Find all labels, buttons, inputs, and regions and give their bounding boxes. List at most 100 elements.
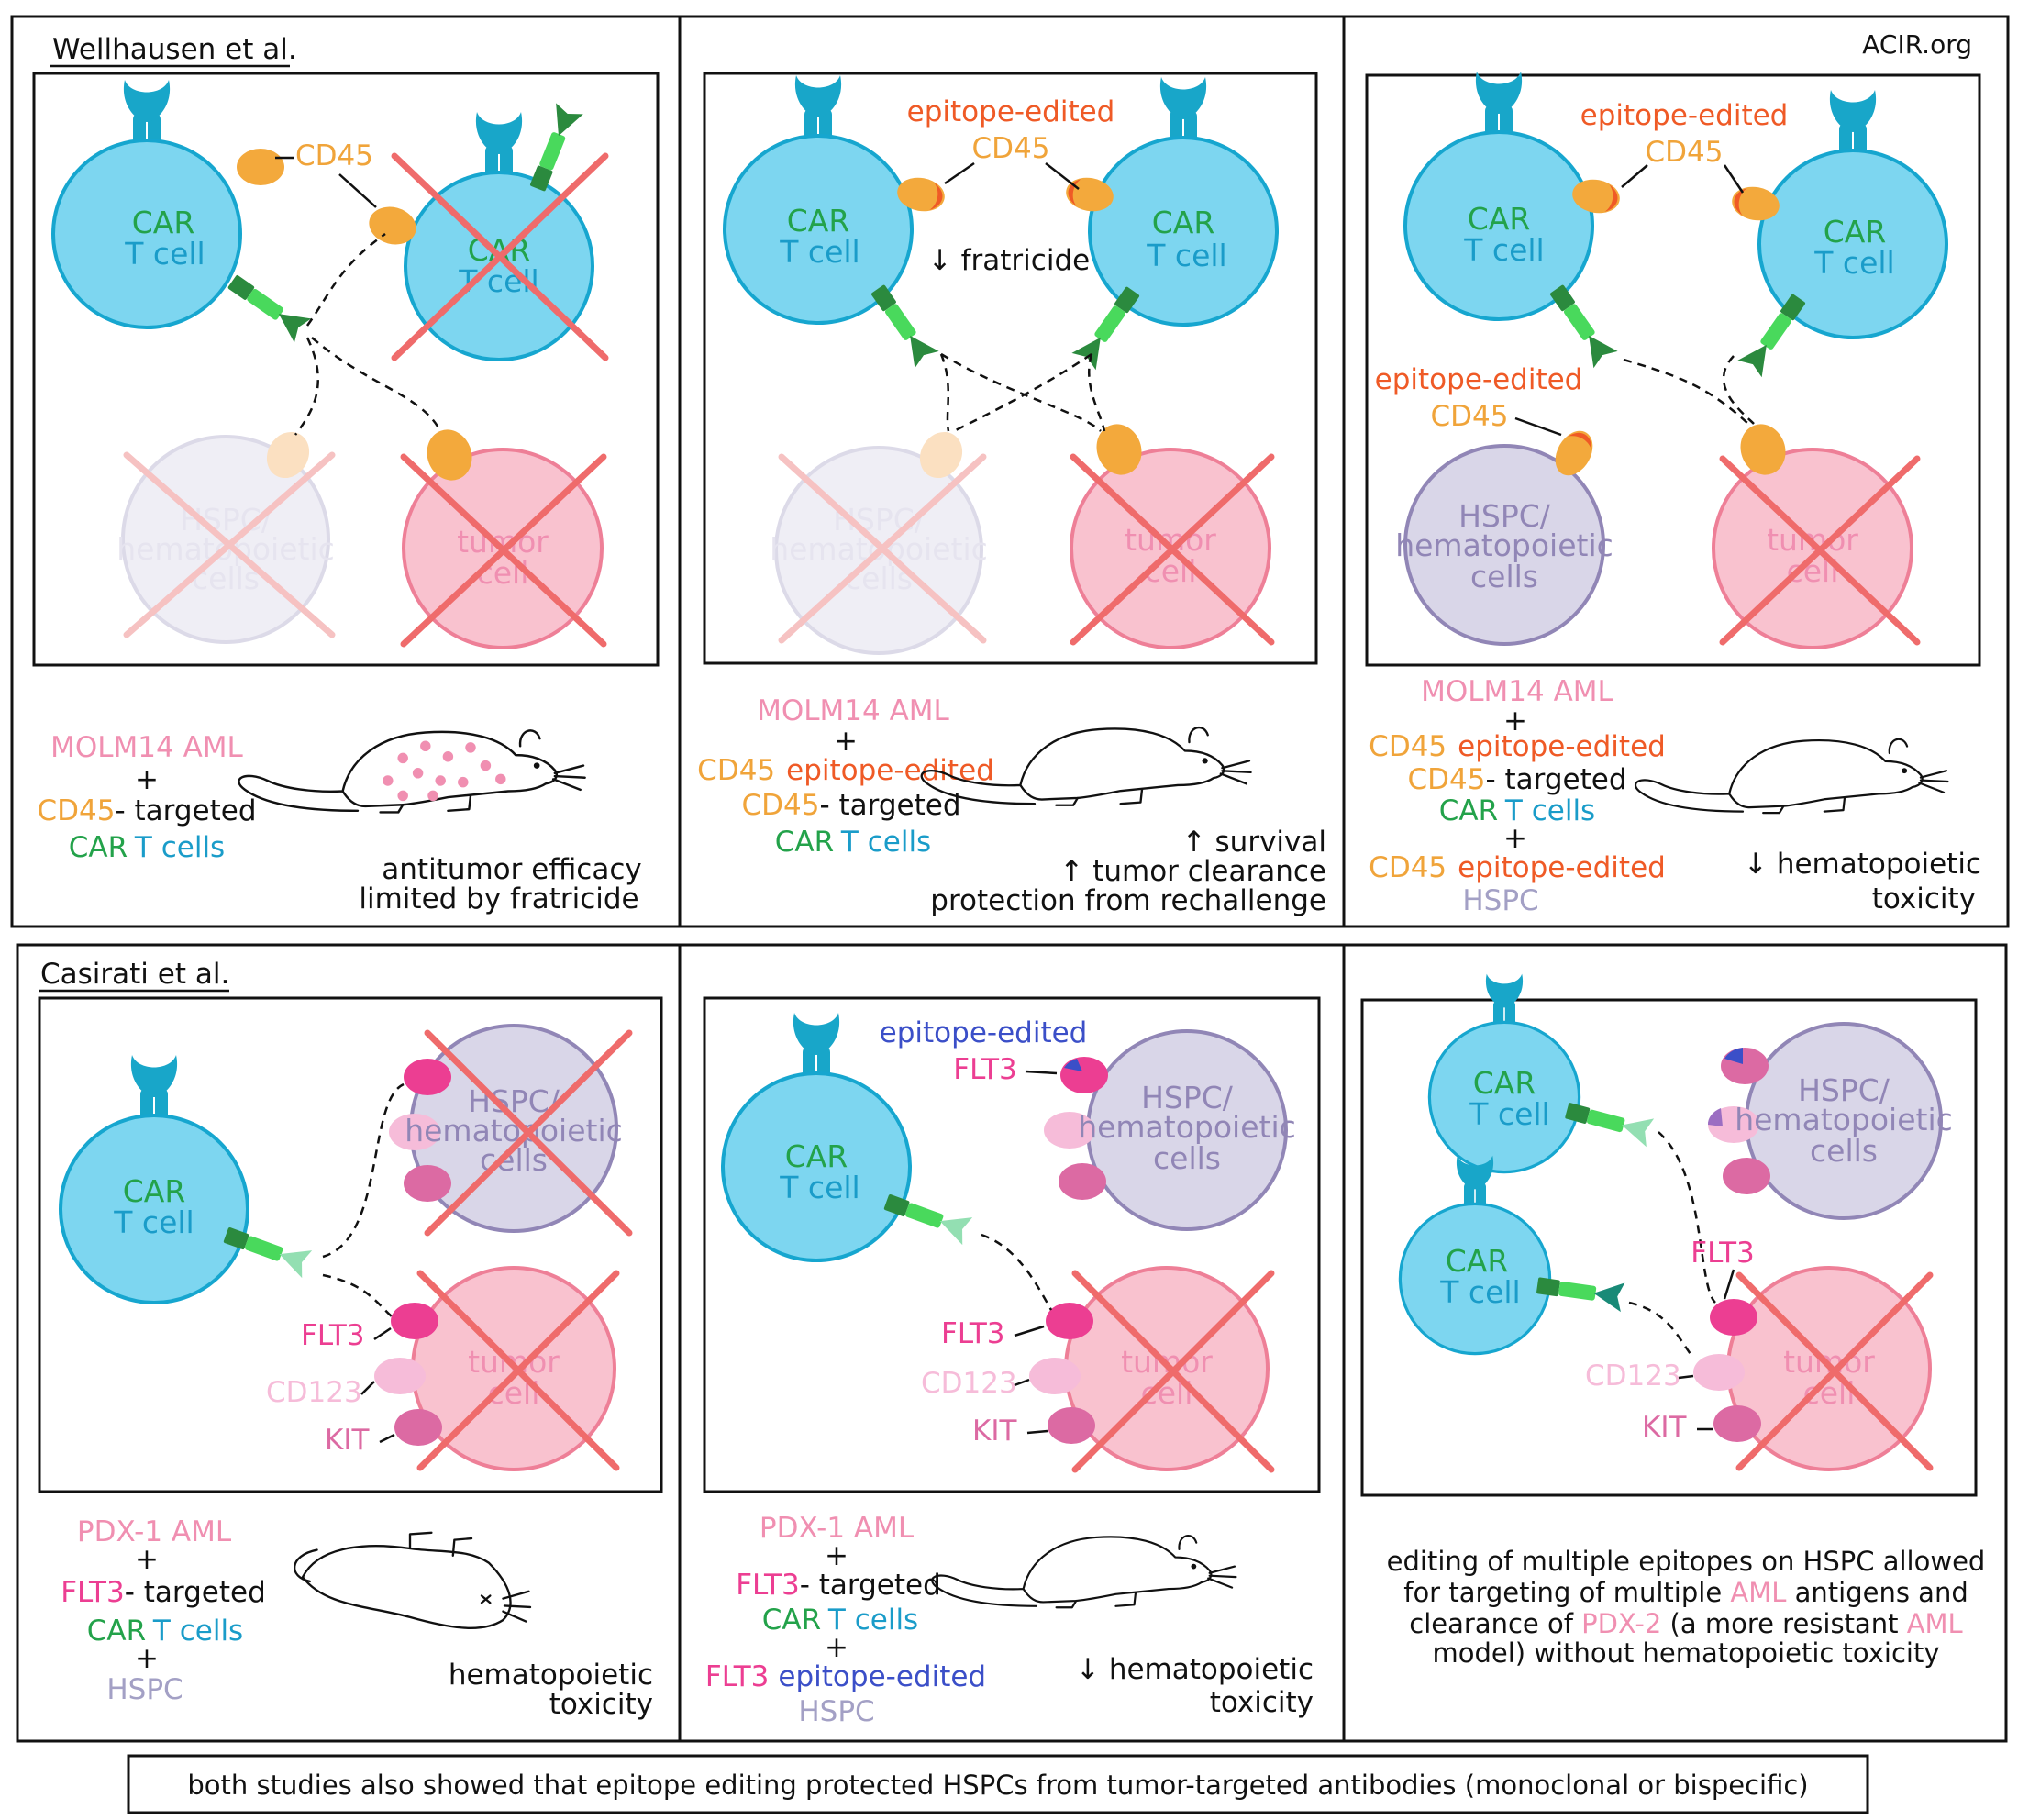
car-receptor (865, 280, 939, 369)
study1-panel2-diagram: HSPC/ hematopoietic cells tumor cell CAR… (725, 75, 1277, 655)
svg-text:↓ hematopoietic: ↓ hematopoietic (1744, 848, 1981, 881)
study2-panel1-outcome: hematopoietic toxicity (449, 1659, 653, 1721)
cd123-label: CD123 (921, 1367, 1017, 1400)
binding-lines (981, 1233, 1053, 1311)
svg-text:T cell: T cell (1439, 1274, 1520, 1310)
mouse-icon (293, 1531, 532, 1629)
svg-text:for targeting of multiple AML: for targeting of multiple AML antigens a… (1403, 1577, 1968, 1608)
watermark: ACIR.org (1862, 29, 1972, 60)
svg-text:PDX-1 AML: PDX-1 AML (760, 1512, 915, 1545)
svg-text:hematopoietic: hematopoietic (1395, 527, 1613, 563)
car-receptor (1737, 289, 1812, 378)
svg-text:PDX-1 AML: PDX-1 AML (77, 1515, 232, 1548)
mouse-icon (931, 1534, 1237, 1609)
svg-text:T cell: T cell (113, 1204, 194, 1240)
svg-text:HSPC: HSPC (798, 1695, 874, 1728)
kit-marker (394, 1409, 442, 1446)
kit-marker (404, 1165, 451, 1202)
cd45-marker (427, 429, 472, 481)
study2-panel3-summary: editing of multiple epitopes on HSPC all… (1387, 1546, 1986, 1669)
binding-lines (294, 232, 442, 436)
svg-text:+: + (135, 1543, 159, 1576)
study2-panel3-diagram: HSPC/ hematopoietic cells tumor cell CAR… (1400, 974, 1953, 1471)
svg-text:cells: cells (1470, 559, 1538, 594)
svg-text:↑ survival: ↑ survival (1182, 826, 1326, 859)
binding-lines (1628, 1131, 1716, 1359)
study1-panel3-diagram: HSPC/ hematopoietic cells tumor cell CAR… (1375, 72, 1946, 649)
kit-label: KIT (325, 1424, 370, 1457)
kit-marker (1048, 1407, 1095, 1444)
svg-text:FLT3- targeted: FLT3- targeted (61, 1576, 266, 1609)
binding-lines (322, 1082, 405, 1318)
mouse-icon (1634, 738, 1949, 815)
flt3-marker (391, 1303, 438, 1339)
svg-text:CD45- targeted: CD45- targeted (741, 789, 960, 822)
svg-text:cells: cells (1810, 1133, 1878, 1169)
panel-frames (10, 15, 2010, 1743)
study1-panel2-outcome: ↑ survival ↑ tumor clearance protection … (930, 826, 1326, 917)
flt3-edited-marker (1721, 1048, 1769, 1084)
car-receptor (1071, 282, 1146, 371)
car-t-cell (1090, 77, 1277, 325)
svg-text:CAR: CAR (123, 1173, 186, 1209)
study2-panel2-diagram: HSPC/ hematopoietic cells tumor cell CAR… (723, 1013, 1296, 1473)
study1-panel1-diagram: HSPC/ hematopoietic cells tumor cell CAR… (53, 80, 609, 649)
kill-cross (391, 152, 609, 361)
svg-text:+: + (825, 1539, 848, 1572)
study2-author: Casirati et al. (40, 958, 229, 991)
cd45-marker (1096, 424, 1142, 475)
svg-text:T cell: T cell (1463, 232, 1544, 268)
epitope-edited-label: epitope-edited (1580, 99, 1789, 132)
car-receptor (523, 103, 583, 194)
svg-text:+: + (825, 1631, 848, 1664)
svg-text:+: + (834, 725, 858, 758)
study1-panel1-outcome: antitumor efficacy limited by fratricide (359, 853, 641, 916)
svg-text:HSPC: HSPC (106, 1673, 183, 1706)
svg-text:CAR: CAR (787, 203, 850, 239)
cd45-label: CD45 (1646, 136, 1724, 169)
flt3-marker (404, 1059, 451, 1095)
svg-text:HSPC/: HSPC/ (1798, 1072, 1890, 1108)
epitope-edited-label: epitope-edited (880, 1016, 1088, 1049)
svg-text:+: + (1503, 705, 1527, 738)
hspc-cell (1403, 444, 1605, 646)
flt3-edited-marker (1060, 1057, 1108, 1093)
kit-marker (1059, 1163, 1106, 1200)
kit-label: KIT (1642, 1411, 1687, 1444)
cd45-label: CD45 (1431, 400, 1509, 433)
svg-text:protection from rechallenge: protection from rechallenge (930, 884, 1326, 917)
cd123-marker (389, 1114, 440, 1150)
svg-text:hematopoietic: hematopoietic (449, 1659, 653, 1692)
cd45-marker-faded (266, 431, 310, 479)
cd123-label: CD123 (1585, 1359, 1681, 1393)
svg-text:MOLM14 AML: MOLM14 AML (1421, 675, 1613, 708)
cd45-marker-faded (919, 431, 963, 479)
car-receptor (223, 269, 312, 343)
kill-cross (1719, 455, 1921, 646)
cd123-marker (1029, 1358, 1081, 1394)
svg-text:CAR: CAR (1473, 1065, 1536, 1101)
svg-text:T cell: T cell (779, 234, 859, 270)
study2-panel2-outcome: ↓ hematopoietic toxicity (1076, 1653, 1314, 1719)
svg-text:HSPC: HSPC (1462, 884, 1538, 917)
kit-marker (1713, 1405, 1761, 1442)
svg-text:cells: cells (1153, 1140, 1221, 1176)
kill-cross (1071, 1270, 1275, 1473)
flt3-label: FLT3 (1691, 1237, 1755, 1270)
svg-text:CAR: CAR (785, 1138, 848, 1174)
svg-text:↓ hematopoietic: ↓ hematopoietic (1076, 1653, 1314, 1686)
cd123-marker (1693, 1354, 1745, 1391)
flt3-label: FLT3 (301, 1319, 365, 1352)
svg-text:toxicity: toxicity (1872, 882, 1976, 916)
svg-text:+: + (135, 1642, 159, 1675)
